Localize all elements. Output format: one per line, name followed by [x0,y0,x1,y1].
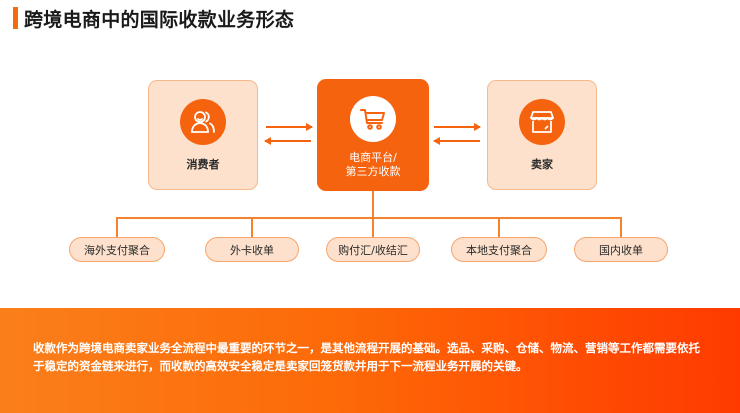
users-icon [180,99,226,145]
payment-method-overseas-aggregation: 海外支付聚合 [69,237,165,262]
connector-branch [116,217,118,238]
storefront-icon [519,99,565,145]
connector-horizontal [116,217,622,219]
node-platform: 电商平台/ 第三方收款 [317,79,429,191]
arrow-seller-to-platform [433,137,480,145]
title-accent-bar [13,7,18,29]
arrow-consumer-to-platform [266,123,313,131]
connector-branch [251,217,253,238]
page-title: 跨境电商中的国际收款业务形态 [24,9,295,31]
node-label: 消费者 [186,158,220,171]
connector-branch [620,217,622,238]
connector-branch [372,217,374,238]
node-consumer: 消费者 [148,80,258,190]
node-label: 卖家 [531,158,553,171]
connector-branch [498,217,500,238]
shopping-cart-icon [350,96,396,142]
node-seller: 卖家 [487,80,597,190]
footer-description: 收款作为跨境电商卖家业务全流程中最重要的环节之一，是其他流程开展的基础。选品、采… [33,341,700,373]
node-label-line2: 第三方收款 [345,165,401,178]
payment-method-local-aggregation: 本地支付聚合 [451,237,547,262]
arrow-platform-to-consumer [264,137,311,145]
node-label-line1: 电商平台/ [349,151,397,164]
node-label: 电商平台/ 第三方收款 [346,151,401,179]
arrow-platform-to-seller [434,123,481,131]
payment-method-fx-settlement: 购付汇/收结汇 [326,237,420,262]
connector-trunk [372,191,374,218]
payment-method-domestic-acquiring: 国内收单 [574,237,668,262]
payment-method-foreign-card-acquiring: 外卡收单 [205,237,299,262]
footer-banner: 收款作为跨境电商卖家业务全流程中最重要的环节之一，是其他流程开展的基础。选品、采… [0,308,740,413]
